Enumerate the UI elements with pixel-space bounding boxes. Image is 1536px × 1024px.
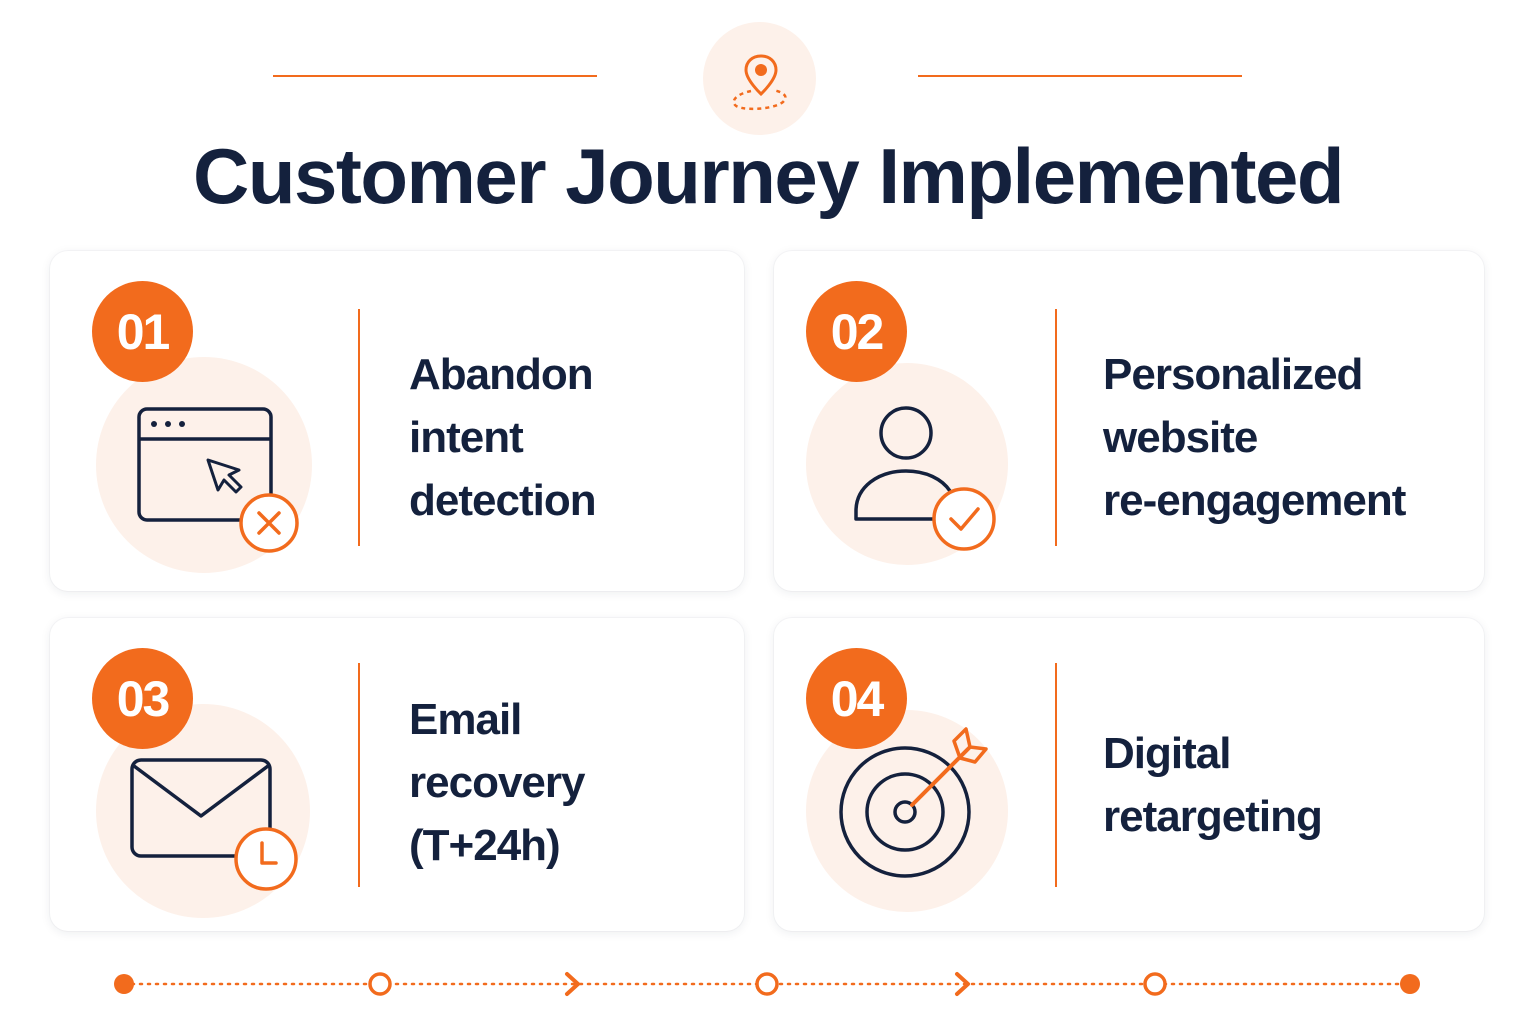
- timeline-ring-3: [1143, 972, 1167, 996]
- timeline-start-dot: [114, 974, 134, 994]
- journey-timeline: [114, 972, 1420, 996]
- step-2-divider: [1055, 309, 1057, 546]
- step-4-number-badge: 04: [806, 648, 907, 749]
- step-card-2: 02 Personalized website re-engagement: [774, 251, 1484, 591]
- step-1-label: Abandon intent detection: [409, 350, 597, 525]
- step-card-1: 01 Abandon intent detection: [50, 251, 744, 591]
- step-3-number-badge: 03: [92, 648, 193, 749]
- page-title: Customer Journey Implemented: [193, 132, 1344, 220]
- step-3-divider: [358, 663, 360, 887]
- header-rule-left: [273, 75, 597, 77]
- step-3-label: Email recovery (T+24h): [409, 695, 585, 870]
- envelope-icon: [130, 758, 298, 891]
- step-4-label: Digital retargeting: [1103, 729, 1323, 841]
- location-pin-icon: [703, 22, 816, 135]
- header-rule-right: [918, 75, 1242, 77]
- timeline-chevron-1: [565, 972, 580, 996]
- step-1-number-badge: 01: [92, 281, 193, 382]
- step-2-label: Personalized website re-engagement: [1103, 350, 1406, 525]
- browser-window-cursor-icon: [137, 407, 299, 553]
- timeline-ring-2: [755, 972, 779, 996]
- timeline-end-dot: [1400, 974, 1420, 994]
- step-2-number-badge: 02: [806, 281, 907, 382]
- step-1-divider: [358, 309, 360, 546]
- step-card-4: 04 Digital retargeting: [774, 618, 1484, 931]
- timeline-ring-1: [368, 972, 392, 996]
- target-arrow-icon: [839, 727, 988, 878]
- step-4-divider: [1055, 663, 1057, 887]
- user-icon: [854, 406, 996, 551]
- timeline-chevron-2: [955, 972, 970, 996]
- step-card-3: 03 Email recovery (T+24h): [50, 618, 744, 931]
